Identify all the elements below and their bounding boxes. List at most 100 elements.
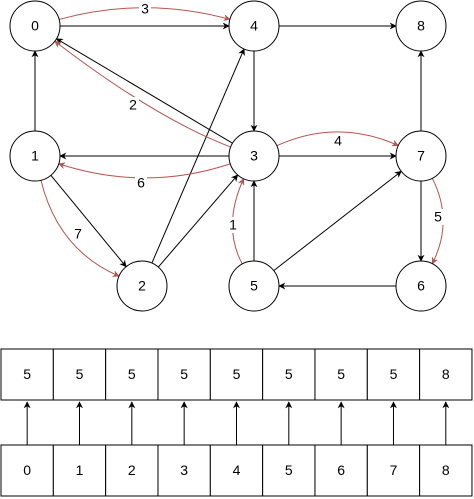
parent-cell-box (262, 348, 316, 401)
edge-weight-label: 4 (334, 133, 342, 149)
node-1: 1 (9, 130, 61, 182)
parent-cell: 5 (209, 348, 264, 401)
node-circle (395, 130, 447, 182)
node-label: 0 (31, 18, 39, 34)
index-cell: 8 (419, 444, 473, 497)
edge-weight-label: 7 (74, 226, 82, 242)
weight-label-bg (72, 226, 84, 242)
index-value: 1 (76, 462, 84, 478)
index-cell-box (105, 444, 159, 497)
node-3: 3 (228, 130, 280, 182)
parent-cell-box (105, 348, 159, 401)
highlighted-edge-3-to-7 (276, 131, 399, 147)
weight-label-bg (139, 1, 151, 17)
node-2: 2 (116, 260, 168, 312)
graph-nodes: 0 4 8 1 3 7 2 5 6 (9, 0, 447, 312)
index-value: 2 (128, 462, 136, 478)
node-circle (395, 0, 447, 52)
index-value: 7 (390, 462, 398, 478)
index-cell: 2 (105, 444, 159, 497)
parent-cell: 5 (105, 348, 159, 401)
parent-cell-box (366, 348, 421, 401)
highlighted-edge-1-to-2 (40, 180, 120, 277)
node-label: 4 (250, 18, 258, 34)
parent-value: 5 (337, 366, 345, 382)
node-label: 3 (250, 148, 258, 164)
parent-value: 5 (180, 366, 188, 382)
parent-cell: 8 (419, 348, 473, 401)
parent-cell-box (314, 348, 368, 401)
highlighted-edge-3-to-0 (54, 40, 231, 148)
parent-cell: 5 (314, 348, 368, 401)
index-cell: 4 (209, 444, 264, 497)
index-value: 3 (180, 462, 188, 478)
parent-cell-box (52, 348, 107, 401)
parent-cell: 5 (52, 348, 107, 401)
graph-edges (31, 22, 425, 290)
node-circle (228, 260, 280, 312)
parent-value: 8 (442, 366, 450, 382)
node-label: 8 (417, 18, 425, 34)
parent-cell: 5 (0, 348, 54, 401)
edge-weight-label: 1 (229, 217, 237, 233)
index-cell: 6 (314, 444, 368, 497)
weight-label-bg (127, 97, 139, 113)
index-cell: 3 (157, 444, 211, 497)
node-circle (9, 0, 61, 52)
parent-value: 5 (390, 366, 398, 382)
parent-value: 5 (128, 366, 136, 382)
weight-label-bg (227, 217, 239, 233)
weight-label-bg (332, 133, 344, 149)
node-circle (228, 0, 280, 52)
index-value: 0 (23, 462, 31, 478)
index-cell-box (157, 444, 211, 497)
edge-5-to-7 (273, 170, 402, 272)
edge-weight-label: 3 (141, 1, 149, 17)
node-circle (116, 260, 168, 312)
edge-weight-label: 6 (137, 175, 145, 191)
parent-cell: 5 (366, 348, 421, 401)
node-label: 5 (250, 278, 258, 294)
node-label: 2 (138, 278, 146, 294)
edge-2-to-3 (157, 174, 239, 268)
index-cell: 1 (52, 444, 107, 497)
parent-value: 5 (23, 366, 31, 382)
index-cell-box (52, 444, 107, 497)
node-6: 6 (395, 260, 447, 312)
parent-value: 5 (233, 366, 241, 382)
node-0: 0 (9, 0, 61, 52)
index-cell: 0 (0, 444, 54, 497)
parent-cell-box (419, 348, 473, 401)
weight-label-bg (432, 209, 444, 225)
node-circle (9, 130, 61, 182)
parent-array: 5 0 5 1 5 2 5 3 5 4 5 5 5 6 5 7 8 8 (0, 348, 473, 497)
index-value: 5 (285, 462, 293, 478)
node-4: 4 (228, 0, 280, 52)
edge-1-to-2 (50, 174, 127, 268)
edge-2-to-4 (151, 48, 245, 264)
node-8: 8 (395, 0, 447, 52)
parent-cell: 5 (157, 348, 211, 401)
highlighted-edges: 3 2 6 4 7 1 5 (40, 1, 444, 277)
index-cell: 7 (366, 444, 421, 497)
node-7: 7 (395, 130, 447, 182)
index-value: 8 (442, 462, 450, 478)
parent-cell-box (209, 348, 264, 401)
index-value: 6 (337, 462, 345, 478)
index-value: 4 (233, 462, 241, 478)
parent-value: 5 (76, 366, 84, 382)
edge-3-to-0 (55, 38, 233, 144)
parent-cell-box (0, 348, 54, 401)
node-circle (395, 260, 447, 312)
node-circle (228, 130, 280, 182)
node-5: 5 (228, 260, 280, 312)
edge-weight-label: 5 (434, 209, 442, 225)
node-label: 1 (31, 148, 39, 164)
parent-value: 5 (285, 366, 293, 382)
edge-weight-label: 2 (129, 97, 137, 113)
weight-label-bg (135, 175, 147, 191)
node-label: 7 (417, 148, 425, 164)
node-label: 6 (417, 278, 425, 294)
index-cell: 5 (262, 444, 316, 497)
